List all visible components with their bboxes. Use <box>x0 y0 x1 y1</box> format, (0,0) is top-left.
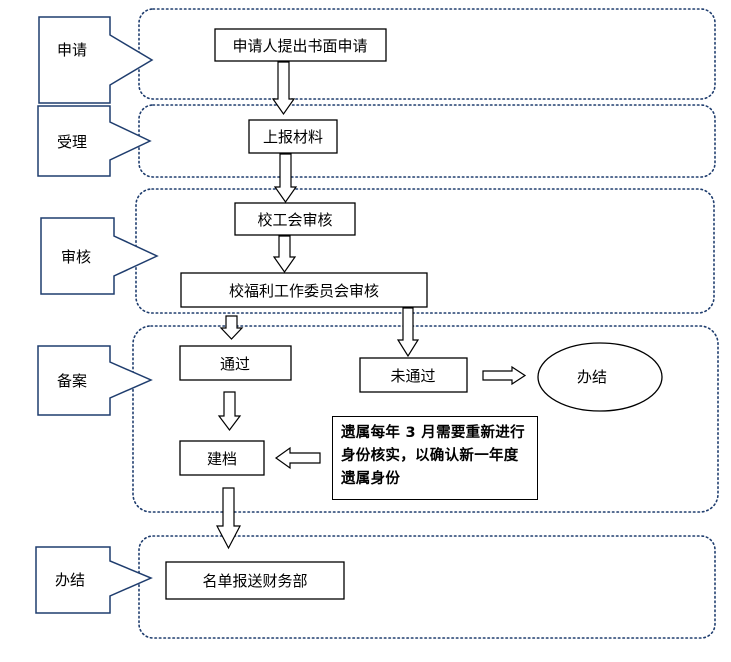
step-archive: 建档 <box>207 450 237 468</box>
stage-container-apply <box>138 8 716 100</box>
arrow-committee-to-not-passed <box>396 307 420 358</box>
step-passed: 通过 <box>220 355 250 373</box>
box-submit-application <box>214 28 387 62</box>
stage-label-accept: 受理 <box>57 133 87 151</box>
ellipse-closed <box>537 342 663 412</box>
stage-tab-review <box>40 217 159 295</box>
stage-label-review: 审核 <box>61 248 91 266</box>
arrow-submit-to-report <box>271 61 296 116</box>
stage-tab-record <box>37 345 153 416</box>
box-report-materials <box>248 119 338 154</box>
arrow-passed-to-archive <box>217 391 242 431</box>
step-welfare-committee-review: 校福利工作委员会审核 <box>229 282 379 300</box>
arrow-committee-to-passed <box>219 315 244 340</box>
stage-label-finish: 办结 <box>55 571 85 589</box>
arrow-archive-to-send-list <box>216 487 241 550</box>
box-not-passed <box>359 357 468 393</box>
step-closed: 办结 <box>577 368 607 386</box>
stage-tab-finish <box>35 546 153 614</box>
stage-tab-apply <box>38 16 154 104</box>
stage-label-record: 备案 <box>57 372 87 390</box>
step-not-passed: 未通过 <box>390 367 435 385</box>
stage-container-record <box>132 325 719 513</box>
stage-container-finish <box>138 535 716 639</box>
arrow-union-to-committee <box>272 235 297 274</box>
step-union-review: 校工会审核 <box>257 211 332 229</box>
arrow-report-to-union <box>273 153 298 204</box>
step-report-materials: 上报材料 <box>263 128 323 146</box>
stage-container-accept <box>138 104 716 178</box>
box-archive <box>179 440 265 476</box>
box-send-list <box>165 561 345 600</box>
stage-label-apply: 申请 <box>57 41 87 59</box>
step-submit-application: 申请人提出书面申请 <box>232 37 367 55</box>
box-passed <box>179 345 292 381</box>
note-annual-verification: 遗属每年 3 月需要重新进行身份核实，以确认新一年度遗属身份 <box>332 416 538 500</box>
box-union-review <box>234 202 356 236</box>
box-welfare-committee-review <box>180 272 428 308</box>
arrow-note-to-archive <box>274 446 321 470</box>
stage-tab-accept <box>37 105 152 177</box>
arrow-not-passed-to-closed <box>482 365 527 386</box>
step-send-list: 名单报送财务部 <box>202 572 307 590</box>
